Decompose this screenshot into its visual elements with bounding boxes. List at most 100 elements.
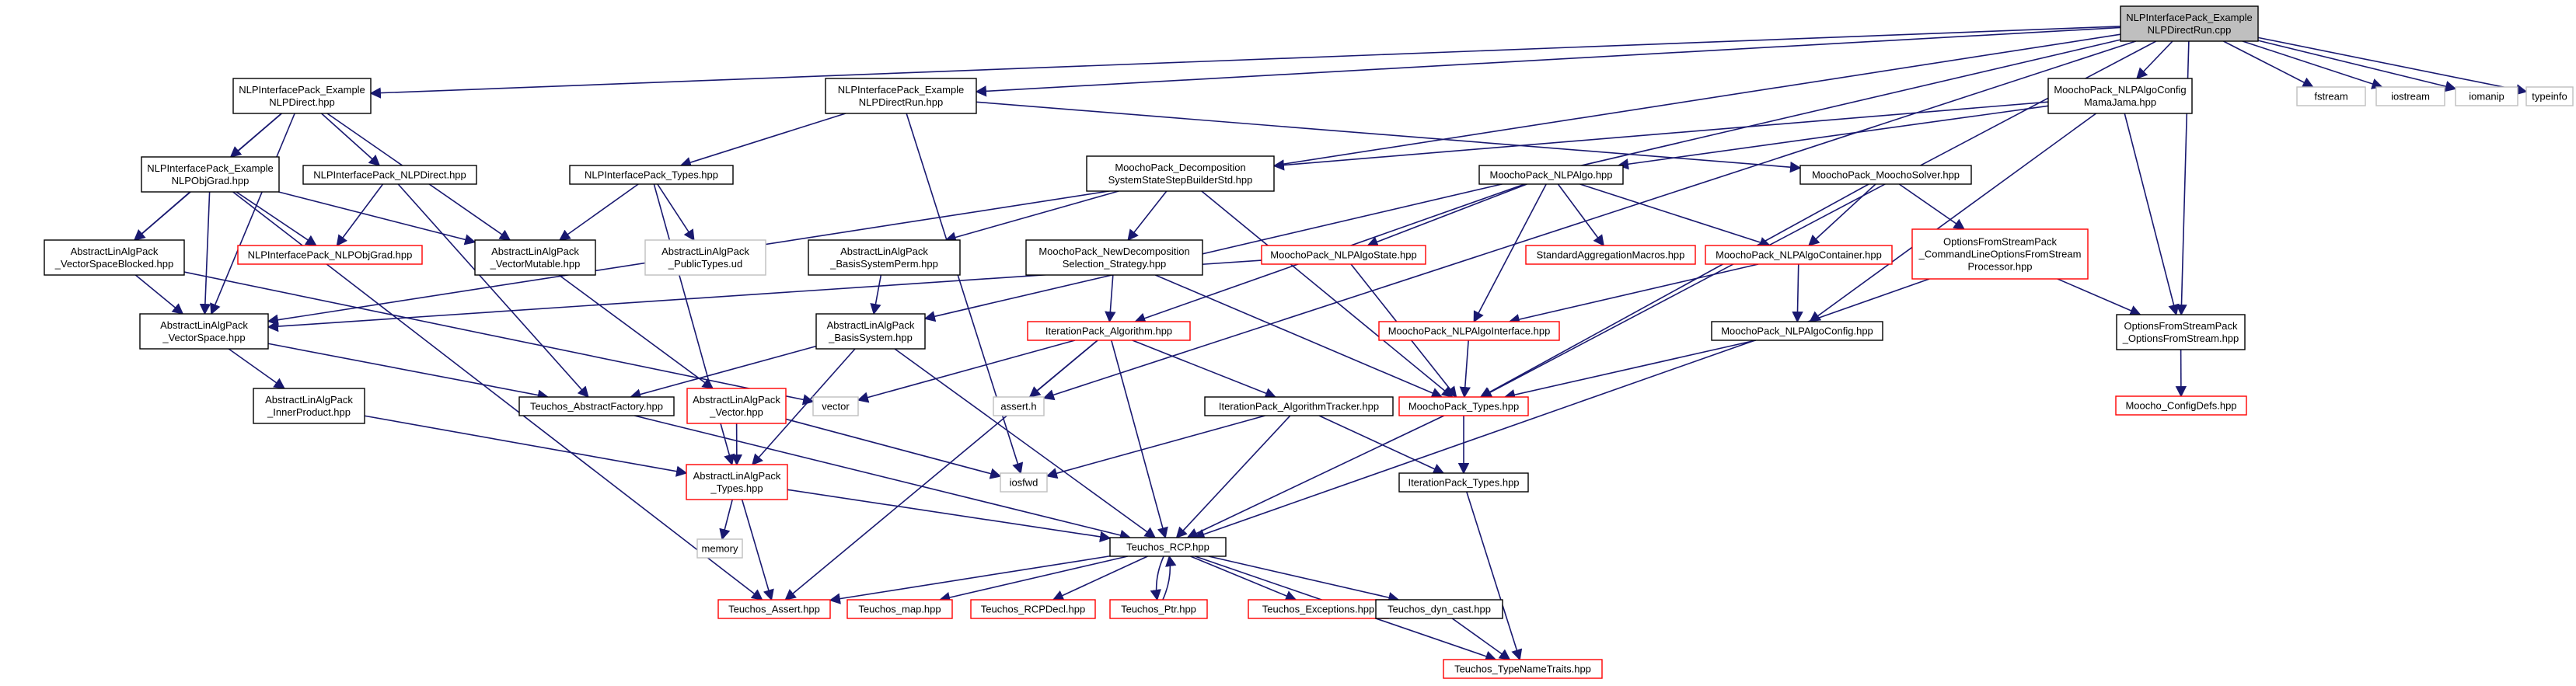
node-box bbox=[1261, 245, 1426, 265]
node-label: Teuchos_AbstractFactory.hpp bbox=[530, 401, 663, 413]
node-label: IterationPack_Types.hpp bbox=[1408, 477, 1519, 489]
node-algostate[interactable]: MoochoPack_NLPAlgoState.hpp bbox=[1261, 245, 1426, 265]
edge-vmutable-to-vector bbox=[558, 274, 714, 389]
node-label: _PublicTypes.ud bbox=[668, 258, 742, 270]
edge-vspace-to-innerprod bbox=[228, 348, 286, 389]
edge-root-to-typeinfo bbox=[2257, 37, 2528, 96]
edge-ittracker-to-rcp bbox=[1175, 415, 1291, 539]
node-box bbox=[808, 239, 961, 276]
edge-solver-to-algocontainer bbox=[1807, 183, 1876, 246]
edge-root-to-algoconfig bbox=[2136, 40, 2173, 80]
node-label: MoochoPack_NLPAlgoState.hpp bbox=[1270, 249, 1416, 261]
edge-exobjgrad-to-vsblocked bbox=[133, 191, 191, 241]
node-label: iostream bbox=[2391, 91, 2430, 103]
node-typeinfo: typeinfo bbox=[2525, 86, 2574, 106]
node-vspace[interactable]: AbstractLinAlgPack_VectorSpace.hpp bbox=[139, 313, 269, 350]
node-tassert[interactable]: Teuchos_Assert.hpp bbox=[717, 599, 831, 619]
node-configdefs[interactable]: Moocho_ConfigDefs.hpp bbox=[2115, 395, 2247, 416]
node-nlpalgo[interactable]: MoochoPack_NLPAlgo.hpp bbox=[1478, 165, 1624, 185]
node-texcept[interactable]: Teuchos_Exceptions.hpp bbox=[1248, 599, 1389, 619]
edge-absfactory-to-rcp bbox=[634, 415, 1132, 541]
node-optstream[interactable]: OptionsFromStreamPack_CommandLineOptions… bbox=[1911, 228, 2089, 280]
node-nlpdirect[interactable]: NLPInterfacePack_NLPDirect.hpp bbox=[302, 165, 477, 185]
node-box bbox=[2455, 86, 2518, 106]
edge-root-to-fstream bbox=[2223, 40, 2314, 88]
node-altypes[interactable]: AbstractLinAlgPack_Types.hpp bbox=[686, 464, 788, 500]
edge-exobjgrad-to-nlpobjgrad bbox=[236, 191, 317, 246]
node-vmutable[interactable]: AbstractLinAlgPack_VectorMutable.hpp bbox=[474, 239, 596, 276]
node-tptr[interactable]: Teuchos_Ptr.hpp bbox=[1109, 599, 1208, 619]
node-nlpobjgrad[interactable]: NLPInterfacePack_NLPObjGrad.hpp bbox=[237, 245, 423, 265]
node-innerprod[interactable]: AbstractLinAlgPack_InnerProduct.hpp bbox=[253, 388, 365, 424]
node-stdagg[interactable]: StandardAggregationMacros.hpp bbox=[1525, 245, 1696, 265]
node-solver[interactable]: MoochoPack_MoochoSolver.hpp bbox=[1799, 165, 1972, 185]
edge-nlpalgo-to-algointerface bbox=[1473, 183, 1547, 323]
edge-exobjgrad-to-vmutable bbox=[278, 191, 476, 245]
node-label: MoochoPack_NLPAlgoConfig bbox=[2054, 84, 2186, 96]
node-rcp[interactable]: Teuchos_RCP.hpp bbox=[1109, 537, 1227, 557]
edge-ittracker-to-iosfwd bbox=[1045, 415, 1265, 479]
node-label: NLPObjGrad.hpp bbox=[172, 175, 250, 186]
node-algoconfighpp[interactable]: MoochoPack_NLPAlgoConfig.hpp bbox=[1711, 321, 1883, 341]
node-nlptypes[interactable]: NLPInterfacePack_Types.hpp bbox=[569, 165, 734, 185]
node-label: AbstractLinAlgPack bbox=[693, 470, 781, 482]
node-typenametraits[interactable]: Teuchos_TypeNameTraits.hpp bbox=[1443, 659, 1603, 679]
node-label: AbstractLinAlgPack bbox=[160, 319, 248, 331]
node-ittracker[interactable]: IterationPack_AlgorithmTracker.hpp bbox=[1204, 396, 1394, 416]
edge-altypes-to-tassert bbox=[741, 499, 774, 601]
node-asserth: assert.h bbox=[993, 396, 1045, 416]
node-label: NLPInterfacePack_NLPDirect.hpp bbox=[313, 169, 466, 181]
node-box bbox=[139, 313, 269, 350]
edge-solver-to-mptypes bbox=[1479, 183, 1869, 398]
node-basissystem[interactable]: AbstractLinAlgPack_BasisSystem.hpp bbox=[815, 313, 926, 350]
node-box bbox=[232, 78, 372, 114]
node-label: _BasisSystemPerm.hpp bbox=[829, 258, 938, 270]
node-label: _VectorMutable.hpp bbox=[490, 258, 581, 270]
edge-optstream-to-optfromstream bbox=[2057, 278, 2141, 316]
node-box bbox=[696, 538, 743, 559]
node-optfromstream[interactable]: OptionsFromStreamPack_OptionsFromStream.… bbox=[2116, 314, 2246, 350]
edge-rcp-to-tassert bbox=[829, 555, 1111, 604]
edge-nlpalgo-to-algostate bbox=[1367, 183, 1527, 248]
edge-nlptypes-to-publictypes bbox=[657, 183, 695, 242]
node-box bbox=[815, 313, 926, 350]
node-label: MoochoPack_Types.hpp bbox=[1408, 401, 1519, 413]
node-box bbox=[253, 388, 365, 424]
node-label: StandardAggregationMacros.hpp bbox=[1537, 249, 1685, 261]
node-dyncast[interactable]: Teuchos_dyn_cast.hpp bbox=[1375, 599, 1503, 619]
edge-exobjgrad-to-vspace bbox=[199, 191, 211, 315]
node-vectorstd: vector bbox=[812, 396, 859, 416]
node-tmap[interactable]: Teuchos_map.hpp bbox=[846, 599, 953, 619]
node-newdecomp[interactable]: MoochoPack_NewDecompositionSelection_Str… bbox=[1025, 239, 1203, 276]
node-vector[interactable]: AbstractLinAlgPack_Vector.hpp bbox=[686, 388, 787, 424]
node-box bbox=[644, 239, 766, 276]
node-decomp[interactable]: MoochoPack_DecompositionSystemStateStepB… bbox=[1086, 155, 1275, 192]
node-rcpdecl[interactable]: Teuchos_RCPDecl.hpp bbox=[970, 599, 1096, 619]
node-absfactory[interactable]: Teuchos_AbstractFactory.hpp bbox=[518, 396, 675, 416]
edge-nlpalgo-to-algocontainer bbox=[1579, 183, 1771, 248]
node-box bbox=[1248, 599, 1389, 619]
node-italgo[interactable]: IterationPack_Algorithm.hpp bbox=[1027, 321, 1191, 341]
node-box bbox=[2115, 395, 2247, 416]
edge-bsperm-to-basissystem bbox=[870, 274, 882, 315]
node-memory: memory bbox=[696, 538, 743, 559]
edge-root-to-exdirectrun bbox=[975, 26, 2121, 97]
node-bsperm[interactable]: AbstractLinAlgPack_BasisSystemPerm.hpp bbox=[808, 239, 961, 276]
edge-root-to-optfromstream bbox=[2176, 40, 2190, 316]
edge-algocontainer-to-algointerface bbox=[1508, 263, 1759, 326]
node-label: IterationPack_Algorithm.hpp bbox=[1045, 326, 1172, 337]
edge-italgo-to-tassert bbox=[784, 340, 1098, 601]
node-box bbox=[2375, 86, 2445, 106]
node-algocontainer[interactable]: MoochoPack_NLPAlgoContainer.hpp bbox=[1705, 245, 1893, 265]
node-ittypes[interactable]: IterationPack_Types.hpp bbox=[1398, 472, 1529, 493]
node-vsblocked[interactable]: AbstractLinAlgPack_VectorSpaceBlocked.hp… bbox=[44, 239, 185, 276]
node-mptypes[interactable]: MoochoPack_Types.hpp bbox=[1398, 396, 1529, 416]
node-label: NLPDirectRun.hpp bbox=[859, 96, 943, 108]
node-box bbox=[2116, 314, 2246, 350]
node-algointerface[interactable]: MoochoPack_NLPAlgoInterface.hpp bbox=[1378, 321, 1560, 341]
